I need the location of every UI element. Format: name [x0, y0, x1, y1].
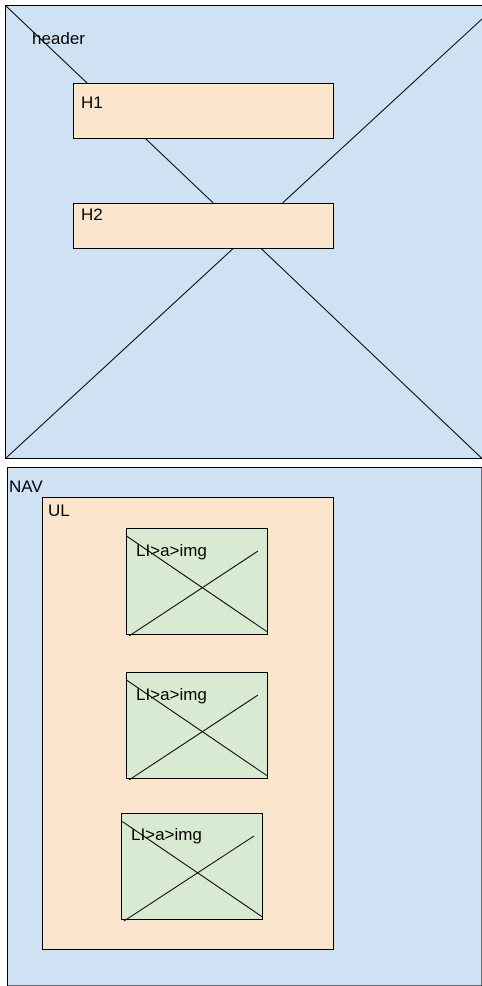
- list-item-1: LI>a>img: [126, 528, 268, 637]
- image-3-cross-line-1: [121, 820, 263, 918]
- h1-label: H1: [81, 93, 103, 112]
- header-label: header: [32, 29, 85, 48]
- nav-label: NAV: [9, 477, 43, 496]
- image-placeholder-2: [126, 672, 268, 779]
- image-placeholder-3: [121, 813, 263, 920]
- ul-label: UL: [48, 501, 70, 520]
- image-2-cross-line-1: [126, 679, 268, 777]
- image-1-cross-line-2: [128, 550, 259, 637]
- list-item-2: LI>a>img: [126, 672, 268, 781]
- ul-element: UL LI>a>img LI>a>img LI>a>img: [42, 497, 334, 950]
- h1-box: [73, 83, 334, 139]
- h1-element: H1: [73, 83, 334, 139]
- list-item-3-label: LI>a>img: [131, 825, 202, 844]
- h2-element: H2: [73, 203, 334, 249]
- header-region: header H1 H2: [5, 5, 482, 459]
- list-item-2-label: LI>a>img: [136, 685, 207, 704]
- image-1-cross-line-1: [126, 535, 268, 633]
- image-3-cross-line-2: [123, 835, 255, 922]
- list-item-3: LI>a>img: [121, 813, 263, 922]
- h2-label: H2: [81, 205, 103, 224]
- list-item-1-label: LI>a>img: [136, 541, 207, 560]
- image-2-cross-line-2: [128, 694, 259, 781]
- nav-region: NAV UL LI>a>img LI>a>img: [7, 467, 482, 986]
- h2-box: [73, 203, 334, 249]
- image-placeholder-1: [126, 528, 268, 635]
